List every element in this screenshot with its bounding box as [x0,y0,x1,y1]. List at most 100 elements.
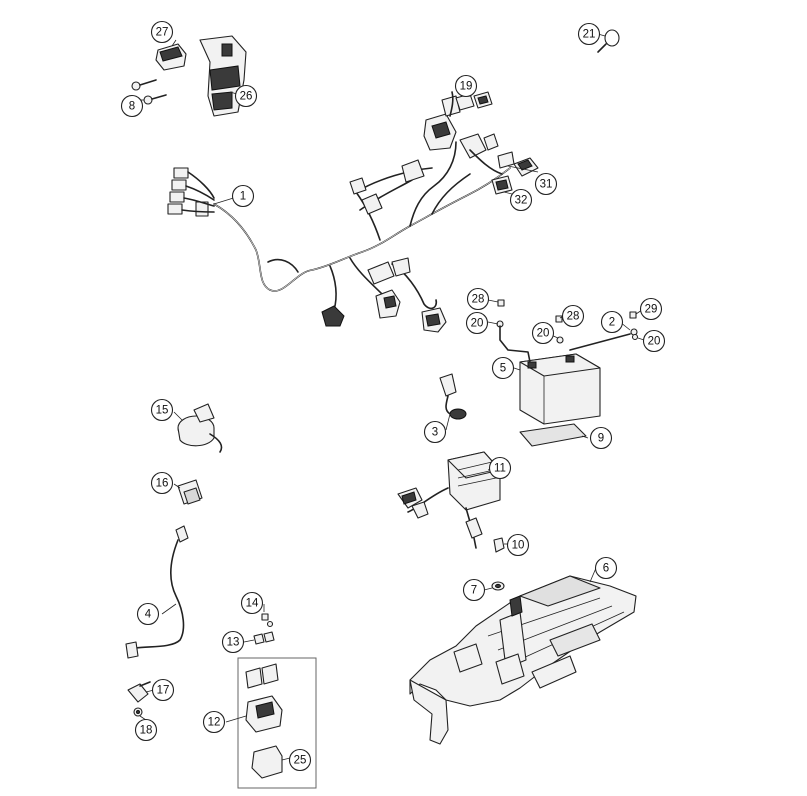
callout-5: 5 [491,356,515,380]
battery-cable-2 [569,328,639,351]
callout-label: 12 [208,717,221,729]
callout-18: 18 [134,718,158,742]
callout-2: 2 [600,310,624,334]
callout-12: 12 [202,710,226,734]
callout-label: 7 [471,585,477,597]
callout-circle [134,718,158,742]
callout-17: 17 [151,678,175,702]
screw-8 [131,79,167,105]
grommet-7 [491,581,505,591]
callout-label: 18 [140,725,153,737]
callout-circle [589,426,613,450]
callout-circle [509,188,533,212]
callout-circle [202,710,226,734]
callout-19: 19 [454,74,478,98]
callout-31: 31 [534,172,558,196]
cable-4 [125,525,189,659]
callout-label: 20 [537,328,550,340]
callout-circle [531,321,555,345]
callout-circle [150,471,174,495]
callout-circle [150,398,174,422]
callout-label: 32 [515,195,528,207]
callout-circle [534,172,558,196]
callout-circle [594,556,618,580]
callout-28: 28 [466,287,490,311]
callout-circle [600,310,624,334]
callout-circle [639,297,663,321]
callout-label: 20 [471,318,484,330]
callout-circle [120,94,144,118]
callout-circle [465,311,489,335]
cable-3 [439,373,467,420]
callout-label: 8 [129,101,135,113]
callout-circle [488,456,512,480]
callout-32: 32 [509,188,533,212]
callout-label: 31 [540,179,553,191]
callout-label: 13 [227,637,240,649]
callout-label: 5 [500,363,506,375]
callout-label: 25 [294,755,307,767]
battery-bolts-28-20 [496,299,637,363]
callout-circle [454,74,478,98]
callout-circle [234,84,258,108]
callout-15: 15 [150,398,174,422]
cable-tie-21 [597,29,620,53]
switch-bracket-26 [199,35,247,117]
callout-circle [288,748,312,772]
callout-9: 9 [589,426,613,450]
callout-20: 20 [642,329,666,353]
callout-21: 21 [577,22,601,46]
callout-label: 28 [567,311,580,323]
callout-label: 14 [246,598,259,610]
callout-circle [240,591,264,615]
callout-11: 11 [488,456,512,480]
callout-20: 20 [531,321,555,345]
relay-box-12-25 [237,657,317,789]
callout-label: 16 [156,478,169,490]
fuses-13-14 [253,613,275,645]
callout-16: 16 [150,471,174,495]
callout-label: 20 [648,336,661,348]
callout-label: 4 [145,609,152,621]
callout-20: 20 [465,311,489,335]
callout-circle [577,22,601,46]
battery-tray-6 [409,575,637,745]
wiring-harness-1 [167,91,515,333]
callout-label: 21 [583,29,596,41]
fuse-cover-16 [177,479,203,505]
callout-label: 15 [156,405,169,417]
callout-circle [642,329,666,353]
callout-label: 27 [156,27,169,39]
callout-circle [462,578,486,602]
callout-circle [491,356,515,380]
callout-1: 1 [231,184,255,208]
callout-label: 10 [512,540,525,552]
callout-29: 29 [639,297,663,321]
terminal-17-18 [127,681,151,717]
callout-7: 7 [462,578,486,602]
callout-13: 13 [221,630,245,654]
callout-25: 25 [288,748,312,772]
connector-19 [455,91,493,111]
callout-circle [136,602,160,626]
regulator-11 [397,451,501,523]
callout-label: 19 [460,81,473,93]
callout-label: 17 [157,685,170,697]
callout-circle [506,533,530,557]
callout-circle [466,287,490,311]
battery-5 [519,353,601,425]
callout-label: 28 [472,294,485,306]
callout-3: 3 [423,420,447,444]
callout-circle [561,304,585,328]
callout-26: 26 [234,84,258,108]
callout-label: 9 [598,433,604,445]
callout-circle [221,630,245,654]
callout-label: 3 [432,427,438,439]
callout-label: 11 [494,463,506,475]
callout-label: 1 [240,191,246,203]
callout-8: 8 [120,94,144,118]
callout-10: 10 [506,533,530,557]
